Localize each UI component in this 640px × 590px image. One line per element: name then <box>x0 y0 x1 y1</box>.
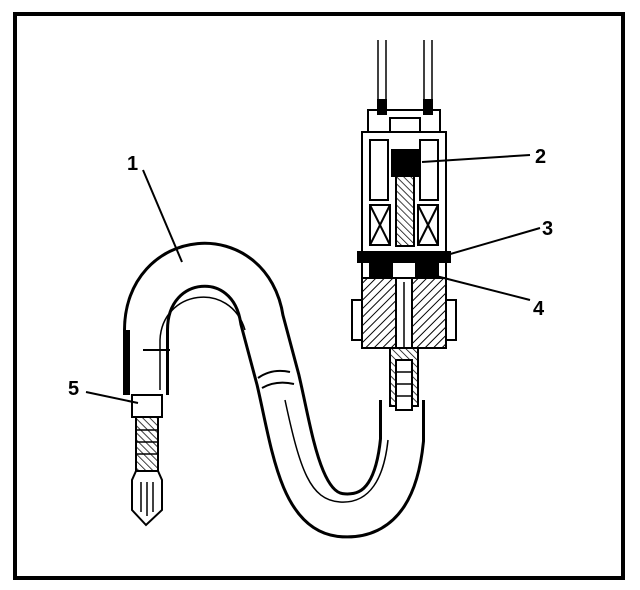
valve-assembly <box>351 99 457 411</box>
left-end-fitting <box>131 394 163 527</box>
callout-5: 5 <box>68 378 79 400</box>
callout-4: 4 <box>533 298 545 320</box>
callout-1: 1 <box>127 153 138 175</box>
lead-wires <box>377 40 433 110</box>
callout-3: 3 <box>542 218 553 240</box>
leader-lines <box>85 154 541 404</box>
callout-2: 2 <box>535 146 546 168</box>
hose <box>123 241 425 539</box>
